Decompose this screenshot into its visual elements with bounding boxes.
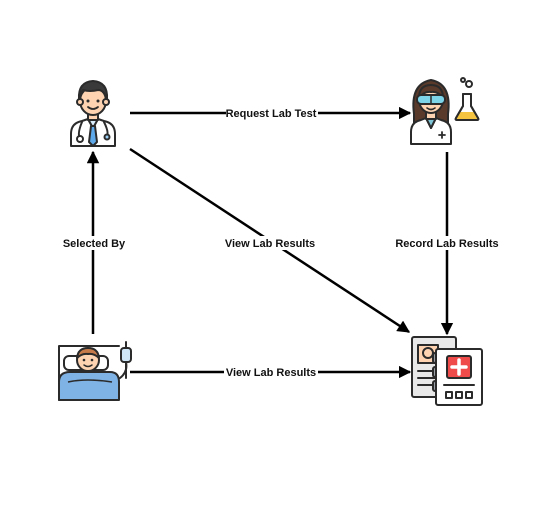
- flask-icon: [454, 77, 480, 121]
- label-request-lab-test: Request Lab Test: [226, 108, 317, 120]
- label-selected-by: Selected By: [63, 238, 126, 250]
- patient-in-bed-icon: [58, 341, 132, 401]
- label-doctor-view-lab-results: View Lab Results: [225, 238, 315, 250]
- label-record-lab-results: Record Lab Results: [395, 238, 498, 250]
- label-patient-view-lab-results: View Lab Results: [226, 367, 316, 379]
- lab-technician-icon: [410, 77, 480, 145]
- medical-records-icon: [411, 336, 483, 406]
- iv-drip-icon: [119, 341, 132, 379]
- doctor-icon: [70, 80, 116, 147]
